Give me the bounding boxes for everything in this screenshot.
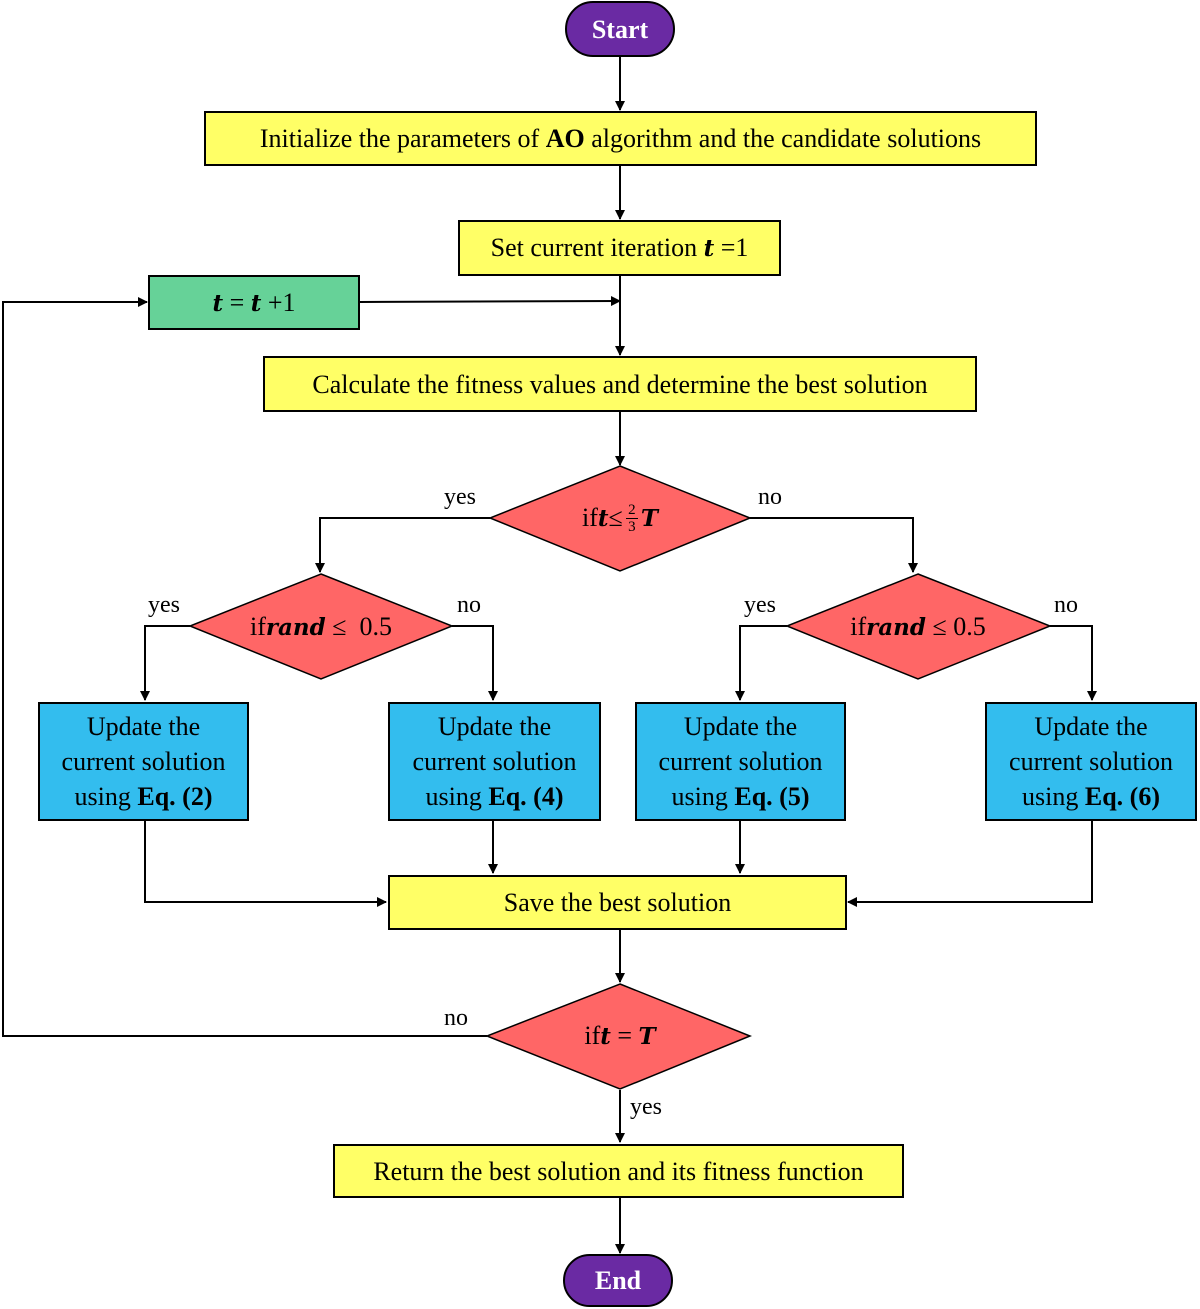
set-iteration-text: Set current iteration t =1 [490, 233, 749, 262]
yes-label-decision-3: yes [744, 592, 776, 618]
yes-label-decision-1: yes [444, 484, 476, 510]
return-text: Return the best solution and its fitness… [373, 1156, 864, 1186]
set-iteration-step: Set current iteration t =1 [458, 220, 781, 276]
update-eq5-step: Update the current solution using Eq. (5… [635, 702, 846, 821]
decision-2: if rand ≤ 0.5 [250, 612, 392, 641]
save-best-text: Save the best solution [503, 888, 732, 917]
decision-3-shape [784, 573, 1053, 680]
yes-label-decision-2: yes [148, 592, 180, 618]
yes-label-decision-4: yes [630, 1094, 662, 1120]
no-label-decision-4: no [444, 1005, 468, 1031]
decision-4-shape [484, 983, 753, 1090]
end-terminal: End [563, 1254, 673, 1307]
increment-text: t = t +1 [212, 287, 296, 317]
update-eq4-step: Update the current solution using Eq. (4… [388, 702, 601, 821]
decision-2-shape [187, 573, 455, 680]
end-label: End [594, 1266, 642, 1295]
save-best-step: Save the best solution [388, 875, 847, 930]
decision-4: if t = T [584, 1021, 656, 1050]
no-label-decision-2: no [457, 592, 481, 618]
start-label: Start [591, 14, 649, 44]
decision-1-shape [487, 465, 753, 572]
start-terminal: Start [565, 1, 675, 57]
initialize-text: Initialize the parameters of AO algorith… [259, 124, 982, 153]
calculate-fitness-step: Calculate the fitness values and determi… [263, 356, 977, 412]
update-eq6-step: Update the current solution using Eq. (6… [985, 702, 1197, 821]
decision-3: if rand ≤ 0.5 [850, 612, 986, 641]
initialize-step: Initialize the parameters of AO algorith… [204, 111, 1037, 166]
increment-step: t = t +1 [148, 275, 360, 330]
no-label-decision-3: no [1054, 592, 1078, 618]
calculate-fitness-text: Calculate the fitness values and determi… [312, 369, 928, 399]
return-step: Return the best solution and its fitness… [333, 1144, 904, 1198]
no-label-decision-1: no [758, 484, 782, 510]
update-eq2-step: Update the current solution using Eq. (2… [38, 702, 249, 821]
